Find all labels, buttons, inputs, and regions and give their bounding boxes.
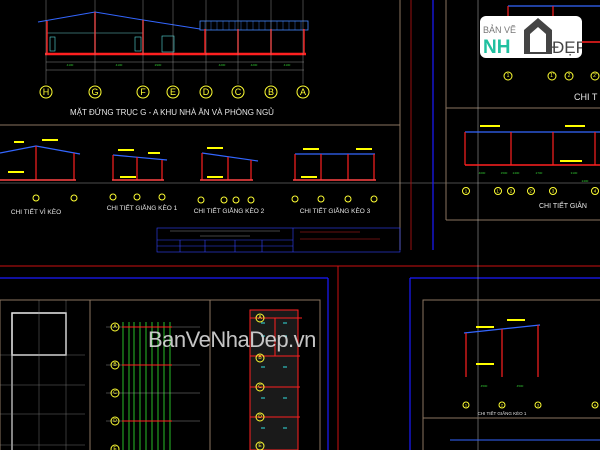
dim-label: 4200 bbox=[219, 63, 226, 67]
dim-label: 4100 bbox=[116, 63, 123, 67]
axis-label: D bbox=[113, 418, 117, 424]
axis-label: C bbox=[113, 390, 117, 396]
dim-label: 4200 bbox=[251, 63, 258, 67]
axis-label: 1' bbox=[550, 73, 554, 79]
axis-label: 4 bbox=[594, 189, 597, 194]
dim-label: 2900 bbox=[155, 63, 162, 67]
site-watermark: BanVeNhaDep.vn bbox=[148, 327, 316, 352]
axis-label: 3 bbox=[537, 403, 540, 408]
dim-label: 2700 bbox=[536, 171, 543, 175]
dim-label: 4500 bbox=[481, 384, 488, 388]
axis-label: 2' bbox=[529, 189, 533, 194]
dim-label: 1500 bbox=[501, 171, 508, 175]
bottom-right-title: CHI TIẾT GIẰNG KÈO 1 bbox=[478, 409, 527, 416]
axis-label: E bbox=[113, 446, 117, 450]
axis-label: 2 bbox=[510, 189, 513, 194]
axis-label: D bbox=[203, 87, 210, 97]
axis-label: 2 bbox=[568, 73, 571, 79]
axis-label: A bbox=[113, 324, 117, 330]
elevation-axis-markers: H G F E D C B A bbox=[39, 85, 310, 99]
axis-label: C bbox=[258, 384, 262, 390]
axis-label: F bbox=[140, 87, 146, 97]
dim-label: 2400 bbox=[513, 171, 520, 175]
house-icon bbox=[524, 18, 552, 54]
dim-label: 4000 bbox=[479, 171, 486, 175]
logo-text: NH bbox=[483, 37, 510, 58]
detail-title: CHI TIẾT GIẰNG KÈO 1 bbox=[107, 202, 178, 212]
axis-label: 1' bbox=[496, 189, 500, 194]
elevation-title: MẶT ĐỨNG TRỤC G - A KHU NHÀ ĂN VÀ PHÒNG … bbox=[70, 108, 274, 117]
axis-label: 2 bbox=[501, 403, 504, 408]
axis-label: 2' bbox=[593, 73, 597, 79]
axis-label: 1 bbox=[465, 189, 468, 194]
detail-title: CHI TIẾT VÌ KÈO bbox=[11, 206, 61, 216]
dim-label: 3100 bbox=[571, 171, 578, 175]
axis-label: D bbox=[258, 414, 262, 420]
axis-label: B bbox=[268, 87, 274, 97]
logo-text: BẢN VẼ bbox=[483, 24, 516, 35]
axis-label: E bbox=[258, 443, 262, 449]
axis-label: 3 bbox=[552, 189, 555, 194]
axis-label: 1 bbox=[507, 73, 510, 79]
dim-label: 4100 bbox=[67, 63, 74, 67]
axis-label: E bbox=[170, 87, 176, 97]
right-top-title: CHI T bbox=[574, 92, 598, 102]
axis-label: 1 bbox=[465, 403, 468, 408]
truss-details: CHI TIẾT VÌ KÈO CHI TIẾT GIẰNG KÈO 1 CHI… bbox=[0, 139, 378, 216]
brand-logo: BẢN VẼ NH ĐẸP bbox=[480, 12, 582, 62]
axis-label: A bbox=[258, 315, 262, 321]
detail-title: CHI TIẾT GIẰNG KÈO 3 bbox=[300, 205, 371, 215]
dim-label: 4500 bbox=[517, 384, 524, 388]
logo-text: ĐẸP bbox=[552, 38, 582, 57]
axis-label: H bbox=[43, 87, 50, 97]
title-block bbox=[156, 227, 401, 253]
dim-label: 2400 bbox=[582, 179, 589, 183]
axis-label: A bbox=[300, 87, 306, 97]
plan-drawings: A B C D E A B C D E bbox=[0, 300, 302, 450]
axis-label: B bbox=[258, 355, 262, 361]
right-mid-title: CHI TIẾT GIẰN bbox=[539, 200, 587, 210]
dim-label: 4100 bbox=[284, 63, 291, 67]
elevation-drawing: 4100 4100 2900 4200 4200 4100 H G F E D … bbox=[37, 0, 310, 117]
axis-label: C bbox=[235, 87, 242, 97]
axis-label: A bbox=[594, 403, 597, 408]
bottom-right-detail: 4500 4500 1 2 3 A CHI TIẾT GIẰNG KÈO 1 bbox=[450, 319, 600, 441]
detail-title: CHI TIẾT GIẰNG KÈO 2 bbox=[194, 205, 265, 215]
axis-label: B bbox=[113, 362, 117, 368]
axis-label: G bbox=[91, 87, 98, 97]
